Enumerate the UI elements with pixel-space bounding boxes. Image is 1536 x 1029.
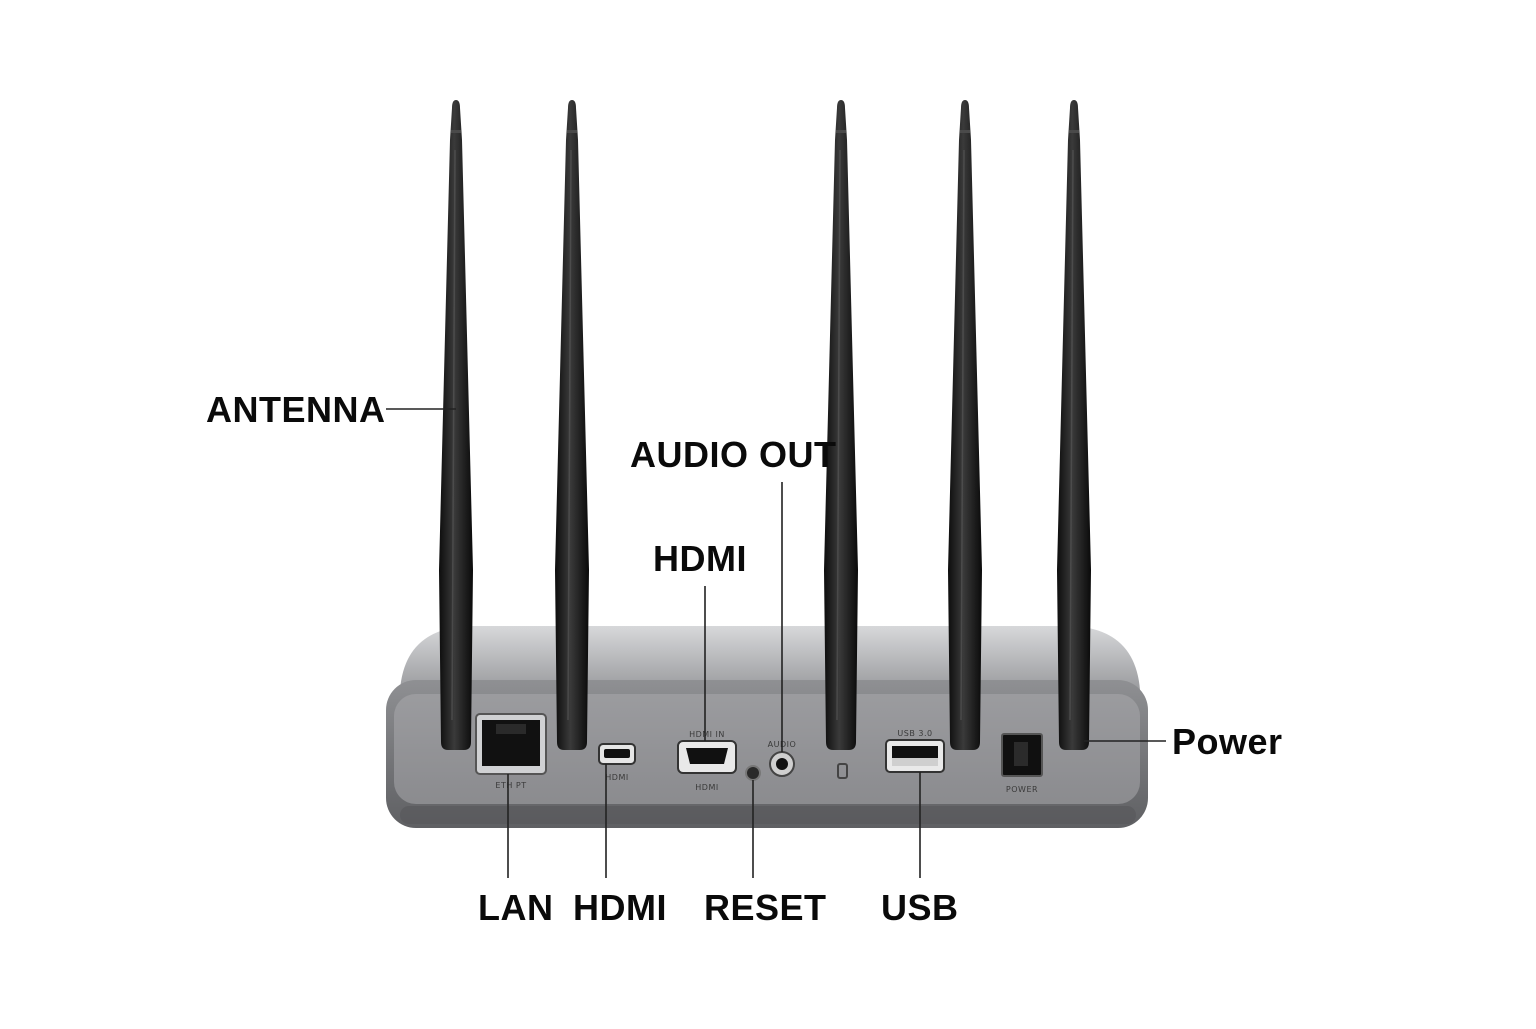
usb-label: USB bbox=[881, 887, 959, 928]
reset-pinhole[interactable] bbox=[745, 765, 761, 781]
usb-marking: USB 3.0 bbox=[897, 729, 932, 738]
antenna-highlight bbox=[836, 149, 841, 721]
lan-port[interactable]: ETH PT bbox=[475, 713, 547, 790]
hdmi-top-label: HDMI bbox=[653, 538, 747, 579]
antenna bbox=[1057, 100, 1091, 750]
antenna-highlight bbox=[1069, 149, 1074, 721]
lan-port-marking: ETH PT bbox=[495, 781, 526, 790]
hdmi-bottom-label: HDMI bbox=[573, 887, 667, 928]
chassis-bottom-edge bbox=[400, 806, 1136, 824]
antenna-highlight bbox=[960, 149, 965, 721]
antenna-label: ANTENNA bbox=[206, 389, 386, 430]
antenna-tip-ring bbox=[960, 130, 970, 133]
antenna-body bbox=[439, 100, 473, 750]
antenna-tip-ring bbox=[1069, 130, 1079, 133]
audio-out-label: AUDIO OUT bbox=[630, 434, 837, 475]
antenna-highlight bbox=[567, 149, 572, 721]
antenna-body bbox=[948, 100, 982, 750]
usb-port[interactable]: USB 3.0 bbox=[885, 729, 945, 773]
lan-label: LAN bbox=[478, 887, 554, 928]
antenna-tip-ring bbox=[836, 130, 846, 133]
ports: ETH PT HDMI HDMI IN HDMI AUDIO bbox=[475, 713, 1043, 794]
antenna-body bbox=[824, 100, 858, 750]
power-marking: POWER bbox=[1006, 785, 1038, 794]
micro-hdmi-port[interactable]: HDMI bbox=[598, 743, 636, 782]
antenna-body bbox=[555, 100, 589, 750]
hdmi-port[interactable]: HDMI IN HDMI bbox=[677, 730, 737, 792]
hdmi-upper-marking: HDMI IN bbox=[689, 730, 725, 739]
antenna bbox=[948, 100, 982, 750]
micro-hdmi-marking: HDMI bbox=[605, 773, 628, 782]
antenna-body bbox=[1057, 100, 1091, 750]
antenna bbox=[555, 100, 589, 750]
reset-label: RESET bbox=[704, 887, 827, 928]
status-indicator bbox=[837, 763, 848, 779]
power-label: Power bbox=[1172, 721, 1283, 762]
power-port[interactable]: POWER bbox=[1001, 733, 1043, 794]
antennas bbox=[439, 100, 1091, 750]
antenna-tip-ring bbox=[451, 130, 461, 133]
antenna-highlight bbox=[451, 149, 456, 721]
antenna bbox=[439, 100, 473, 750]
hdmi-marking: HDMI bbox=[695, 783, 718, 792]
antenna-tip-ring bbox=[567, 130, 577, 133]
leader-lines bbox=[386, 408, 1166, 878]
antenna bbox=[824, 100, 858, 750]
